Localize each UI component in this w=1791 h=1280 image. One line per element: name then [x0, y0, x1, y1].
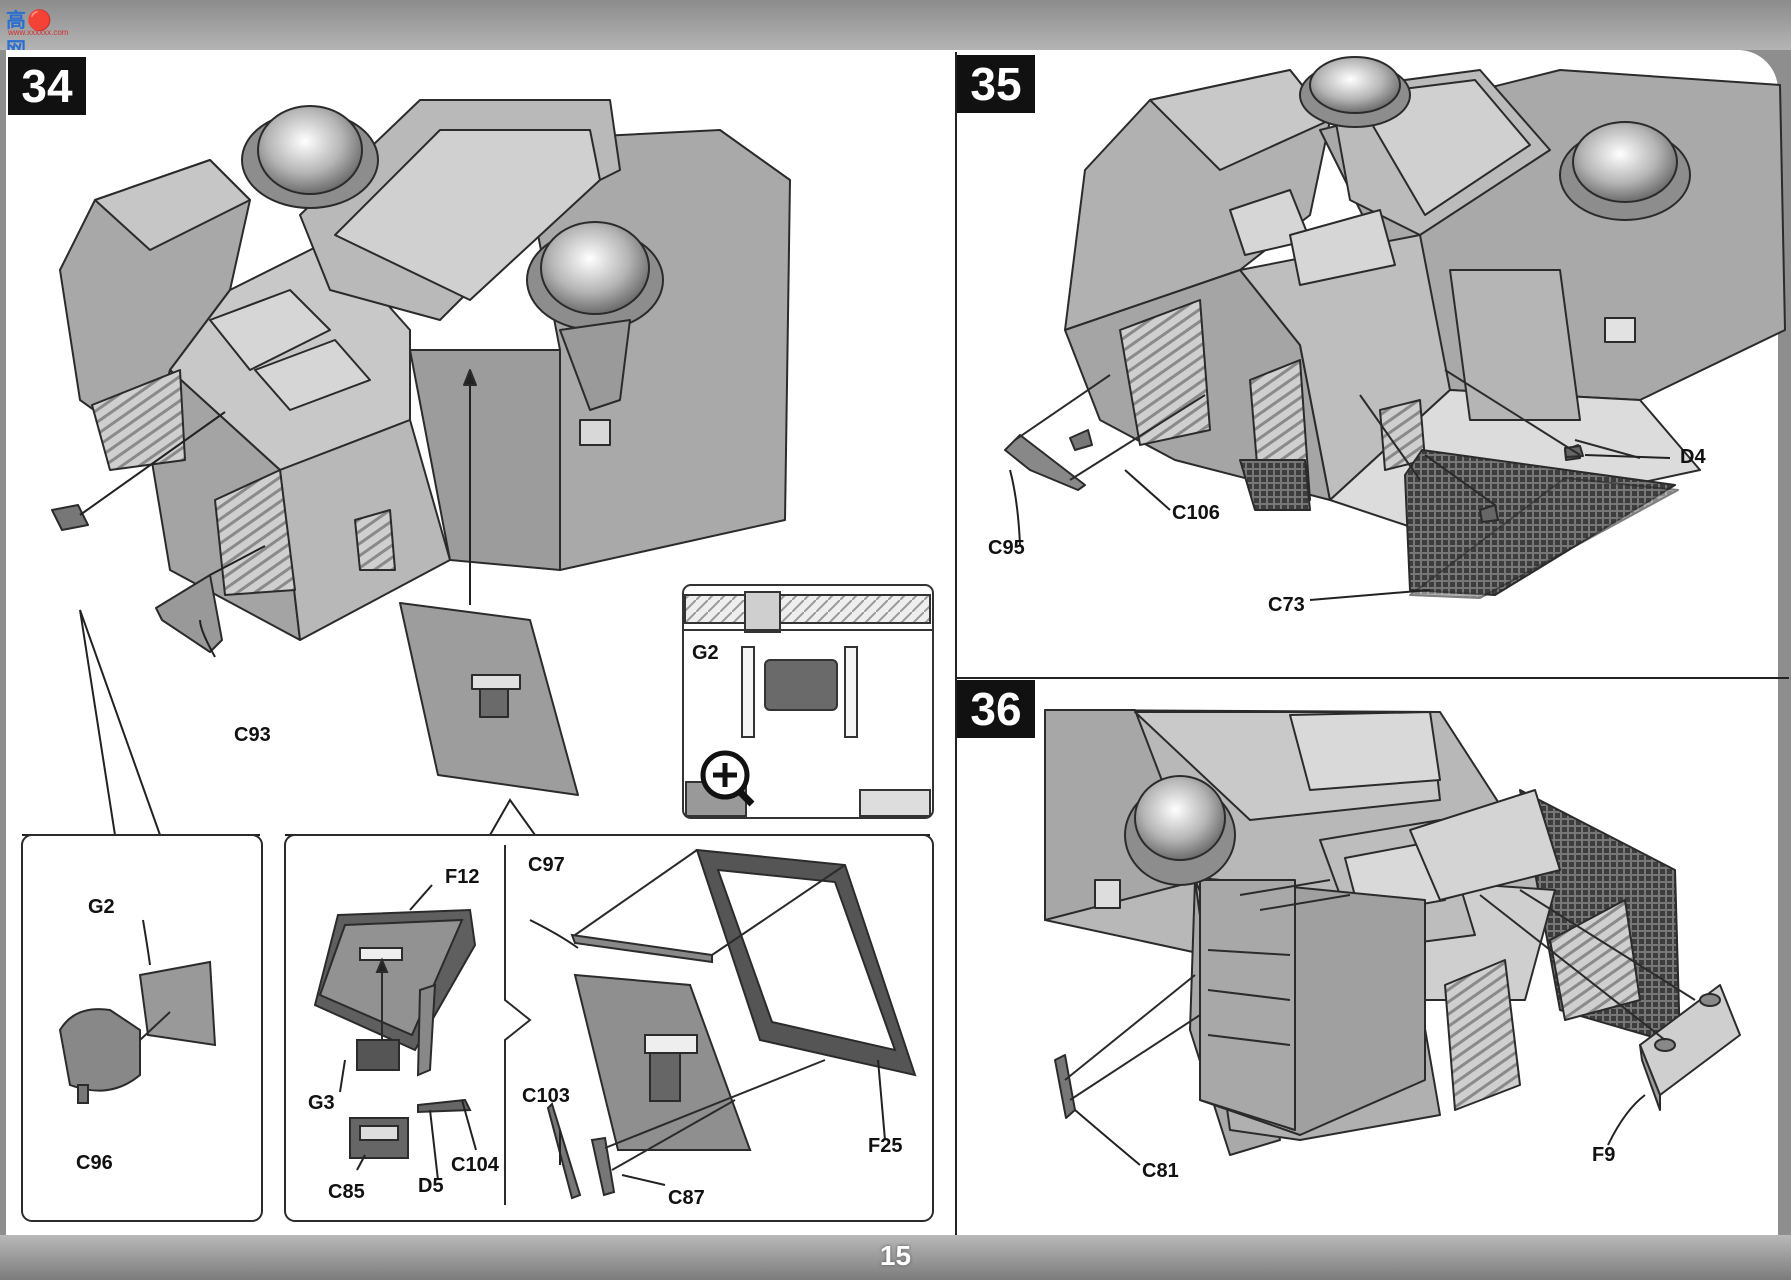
step-34-hull — [59, 99, 791, 641]
part-label: F9 — [1592, 1144, 1616, 1166]
step-divider-horizontal — [957, 677, 1789, 679]
part-label: C87 — [668, 1187, 705, 1209]
part-label: C95 — [988, 537, 1025, 559]
part-label: C96 — [76, 1152, 113, 1174]
step-number-35: 35 — [957, 55, 1035, 113]
part-label: G2 — [88, 896, 115, 918]
part-label-leaders — [142, 454, 1671, 1186]
part-label: F12 — [445, 866, 480, 888]
part-label: C104 — [451, 1154, 499, 1176]
step-number-36: 36 — [957, 680, 1035, 738]
part-label: F25 — [868, 1135, 903, 1157]
part-label: G3 — [308, 1092, 335, 1114]
step-35-parts — [1004, 369, 1679, 599]
part-label: C85 — [328, 1181, 365, 1203]
page-number: 15 — [879, 1240, 912, 1271]
detail-box-1 — [21, 834, 263, 1222]
part-label: C93 — [234, 724, 271, 746]
step-36-hull — [1044, 709, 1681, 1156]
inset-label: G2 — [692, 642, 719, 664]
part-label: C97 — [528, 854, 565, 876]
step-34-parts — [51, 369, 579, 796]
step-divider-vertical — [955, 52, 957, 1235]
part-label: C81 — [1142, 1160, 1179, 1182]
step-number-34: 34 — [8, 57, 86, 115]
part-label: D5 — [418, 1175, 444, 1197]
bottom-band — [0, 1235, 1791, 1280]
detail-box-2 — [284, 834, 934, 1222]
part-label: D4 — [1680, 446, 1706, 468]
step-34-detail-inset — [682, 584, 934, 819]
part-label: C103 — [522, 1085, 570, 1107]
step-35-hull — [1064, 56, 1786, 531]
step-36-parts — [1054, 889, 1741, 1119]
part-label: C73 — [1268, 594, 1305, 616]
part-label: C106 — [1172, 502, 1220, 524]
top-band — [0, 0, 1791, 50]
